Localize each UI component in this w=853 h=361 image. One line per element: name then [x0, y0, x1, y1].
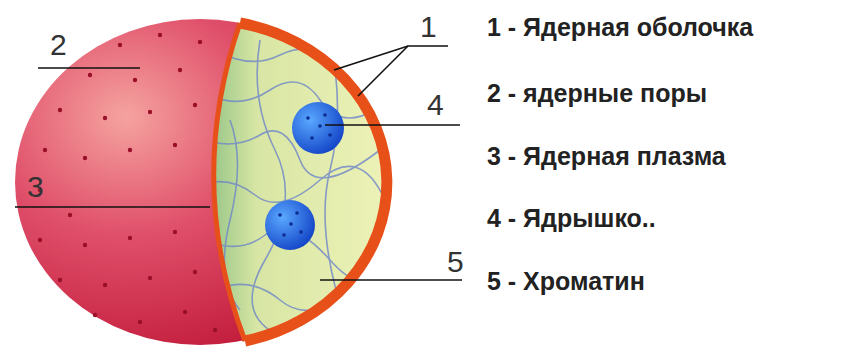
nuclear-envelope	[240, 23, 387, 341]
callout-number: 2	[50, 28, 67, 61]
part-name: 2 - ядерные поры	[487, 80, 707, 108]
callout-number: 5	[447, 245, 464, 278]
envelope-edge	[214, 23, 245, 341]
part-name: 3 - Ядерная плазма	[487, 143, 726, 171]
cut-face	[214, 23, 387, 341]
nucleolus	[292, 102, 344, 154]
part-name: 1 - Ядерная оболочка	[487, 14, 753, 42]
callout-number: 3	[27, 170, 44, 203]
part-name: 5 - Хроматин	[487, 268, 645, 296]
nucleolus	[265, 200, 315, 250]
nuclear-pores	[38, 33, 217, 332]
callout-number: 1	[420, 10, 437, 43]
part-name: 4 - Ядрышко..	[487, 205, 656, 233]
leader-lines	[15, 46, 462, 280]
callout-number: 4	[427, 88, 444, 121]
